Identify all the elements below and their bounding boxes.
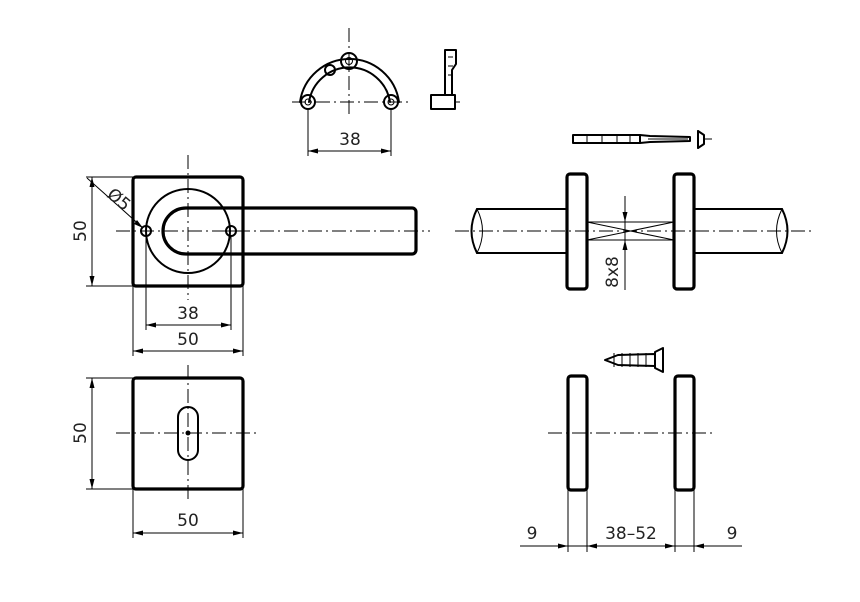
dim-text-9-right: 9 xyxy=(727,524,738,544)
dim-text-spindle: 8x8 xyxy=(603,256,623,288)
short-screw xyxy=(604,347,664,373)
dim-text-50-escutcheon-width: 50 xyxy=(177,511,199,531)
escutcheon-front-view xyxy=(116,365,258,500)
dim-door-thickness: 9 38–52 9 xyxy=(520,490,742,552)
dim-text-38-top: 38 xyxy=(339,130,361,150)
dim-escutcheon-width: 50 xyxy=(132,489,244,538)
spring-clip-view xyxy=(292,28,408,118)
long-screw xyxy=(572,130,712,149)
dim-text-50-width-front: 50 xyxy=(177,330,199,350)
handle-side-view xyxy=(455,172,812,291)
dim-rose-height-front: 50 xyxy=(71,176,133,287)
dim-text-phi5: Ø5 xyxy=(103,185,134,216)
dim-escutcheon-height: 50 xyxy=(71,377,133,490)
dim-text-38-front: 38 xyxy=(177,304,199,324)
escutcheon-side-view xyxy=(548,374,712,492)
dim-rose-hole-spacing: 38 xyxy=(307,110,392,156)
dim-text-38-52: 38–52 xyxy=(605,524,657,544)
handle-front-view xyxy=(116,155,430,300)
dim-spindle: 8x8 xyxy=(603,196,628,290)
dim-rose-width-front: 50 xyxy=(132,286,244,356)
dim-text-50-height-front: 50 xyxy=(71,220,91,242)
dim-hole-spacing-front: 38 xyxy=(145,237,232,330)
dim-text-9-left: 9 xyxy=(527,524,538,544)
dim-text-50-escutcheon-height: 50 xyxy=(71,422,91,444)
clip-side-view xyxy=(430,49,460,110)
